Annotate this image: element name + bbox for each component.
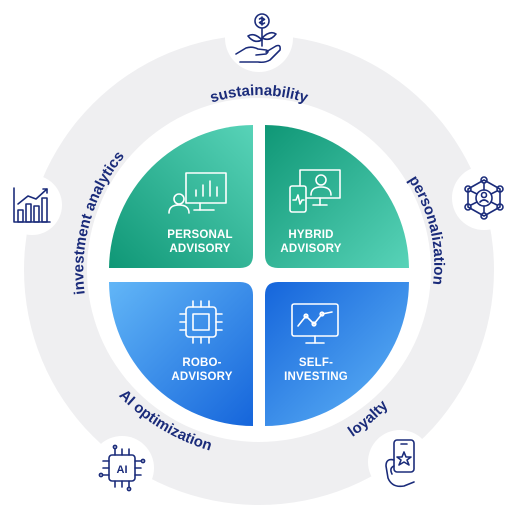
quadrant-label-hybrid-line2: ADVISORY (280, 243, 341, 255)
video-call-phone-icon (289, 169, 341, 213)
quadrant-robo-advisory (109, 282, 253, 426)
quadrant-label-robo-line1: ROBO- (182, 357, 221, 369)
quadrant-label-robo-line2: ADVISORY (171, 371, 232, 383)
microchip-icon (179, 300, 223, 344)
money-plant-hand-icon (225, 4, 293, 72)
ai-chip-icon: AI (90, 436, 154, 500)
quadrant-label-self-line2: INVESTING (284, 371, 348, 383)
quadrant-self-investing (265, 282, 409, 426)
bar-chart-icon (2, 175, 62, 235)
person-dashboard-icon (168, 172, 227, 214)
monitor-trend-icon (291, 303, 339, 344)
quadrant-hybrid-advisory (265, 125, 409, 268)
quadrant-label-hybrid-line1: HYBRID (288, 229, 333, 241)
quadrant-label-personal-line2: ADVISORY (169, 243, 230, 255)
network-hub-icon (452, 166, 516, 230)
hand-phone-star-icon (368, 430, 432, 494)
quadrant-personal-advisory (109, 125, 253, 268)
inner-disc (87, 98, 431, 442)
quadrant-label-personal-line1: PERSONAL (167, 229, 233, 241)
svg-text:AI: AI (117, 464, 128, 476)
quadrant-label-self-line1: SELF- (299, 357, 333, 369)
